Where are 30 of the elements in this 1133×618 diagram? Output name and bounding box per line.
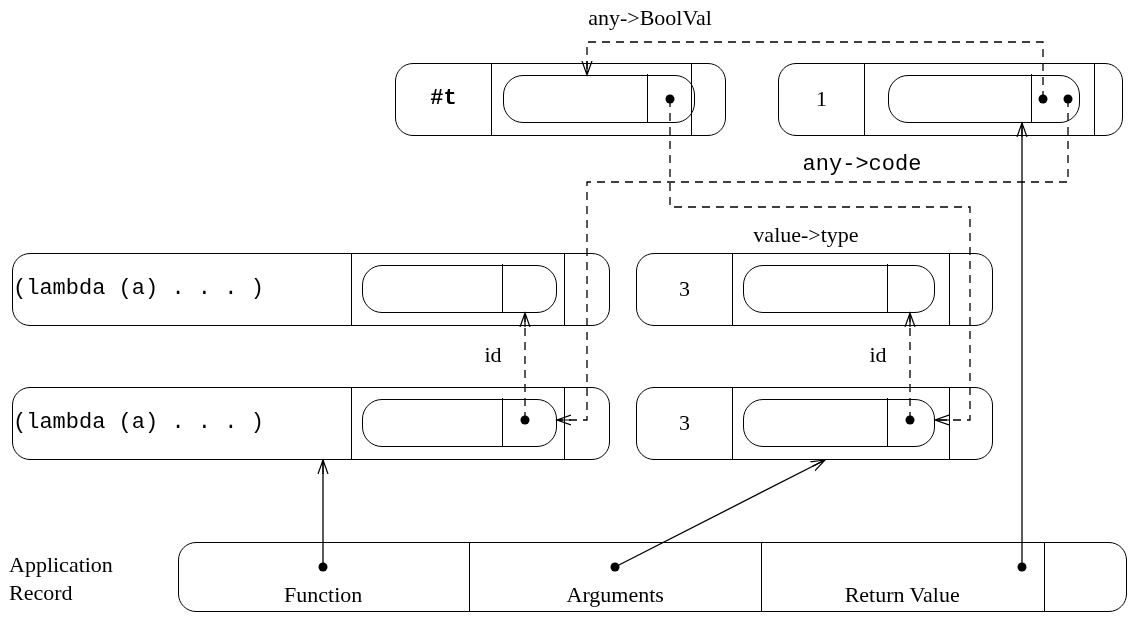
- dashed-arrow: [519, 312, 531, 425]
- code-text: #t: [429, 86, 458, 111]
- record-heading: Application Record: [9, 551, 114, 607]
- dashed-arrow: [581, 41, 1048, 104]
- record-box: [12, 387, 610, 460]
- pointer-field: [742, 264, 935, 313]
- dashed-arrow: [556, 94, 1073, 426]
- record-box: [778, 63, 1123, 136]
- value-text: Function: [283, 581, 364, 608]
- dashed-arrow: [665, 94, 971, 426]
- arrow: [317, 459, 329, 572]
- pointer-field: [361, 264, 557, 313]
- value-text: 1: [815, 86, 828, 112]
- pointer-field: [887, 74, 1080, 123]
- record-box: [636, 387, 993, 460]
- value-text: 3: [678, 410, 691, 436]
- value-text: 3: [678, 276, 691, 302]
- record-box: [12, 253, 610, 326]
- record-box: [636, 253, 993, 326]
- record-box: [395, 63, 726, 136]
- dashed-arrow: [904, 312, 916, 425]
- arrow: [1016, 122, 1028, 572]
- pointer-field: [742, 398, 935, 447]
- value-text: Return Value: [843, 581, 961, 608]
- value-text: Arguments: [565, 581, 665, 608]
- pointer-field: [502, 74, 695, 123]
- arrow: [610, 459, 826, 572]
- code-text: (lambda (a) . . . ): [13, 276, 264, 301]
- code-text: (lambda (a) . . . ): [13, 410, 264, 435]
- pointer-field: [361, 398, 557, 447]
